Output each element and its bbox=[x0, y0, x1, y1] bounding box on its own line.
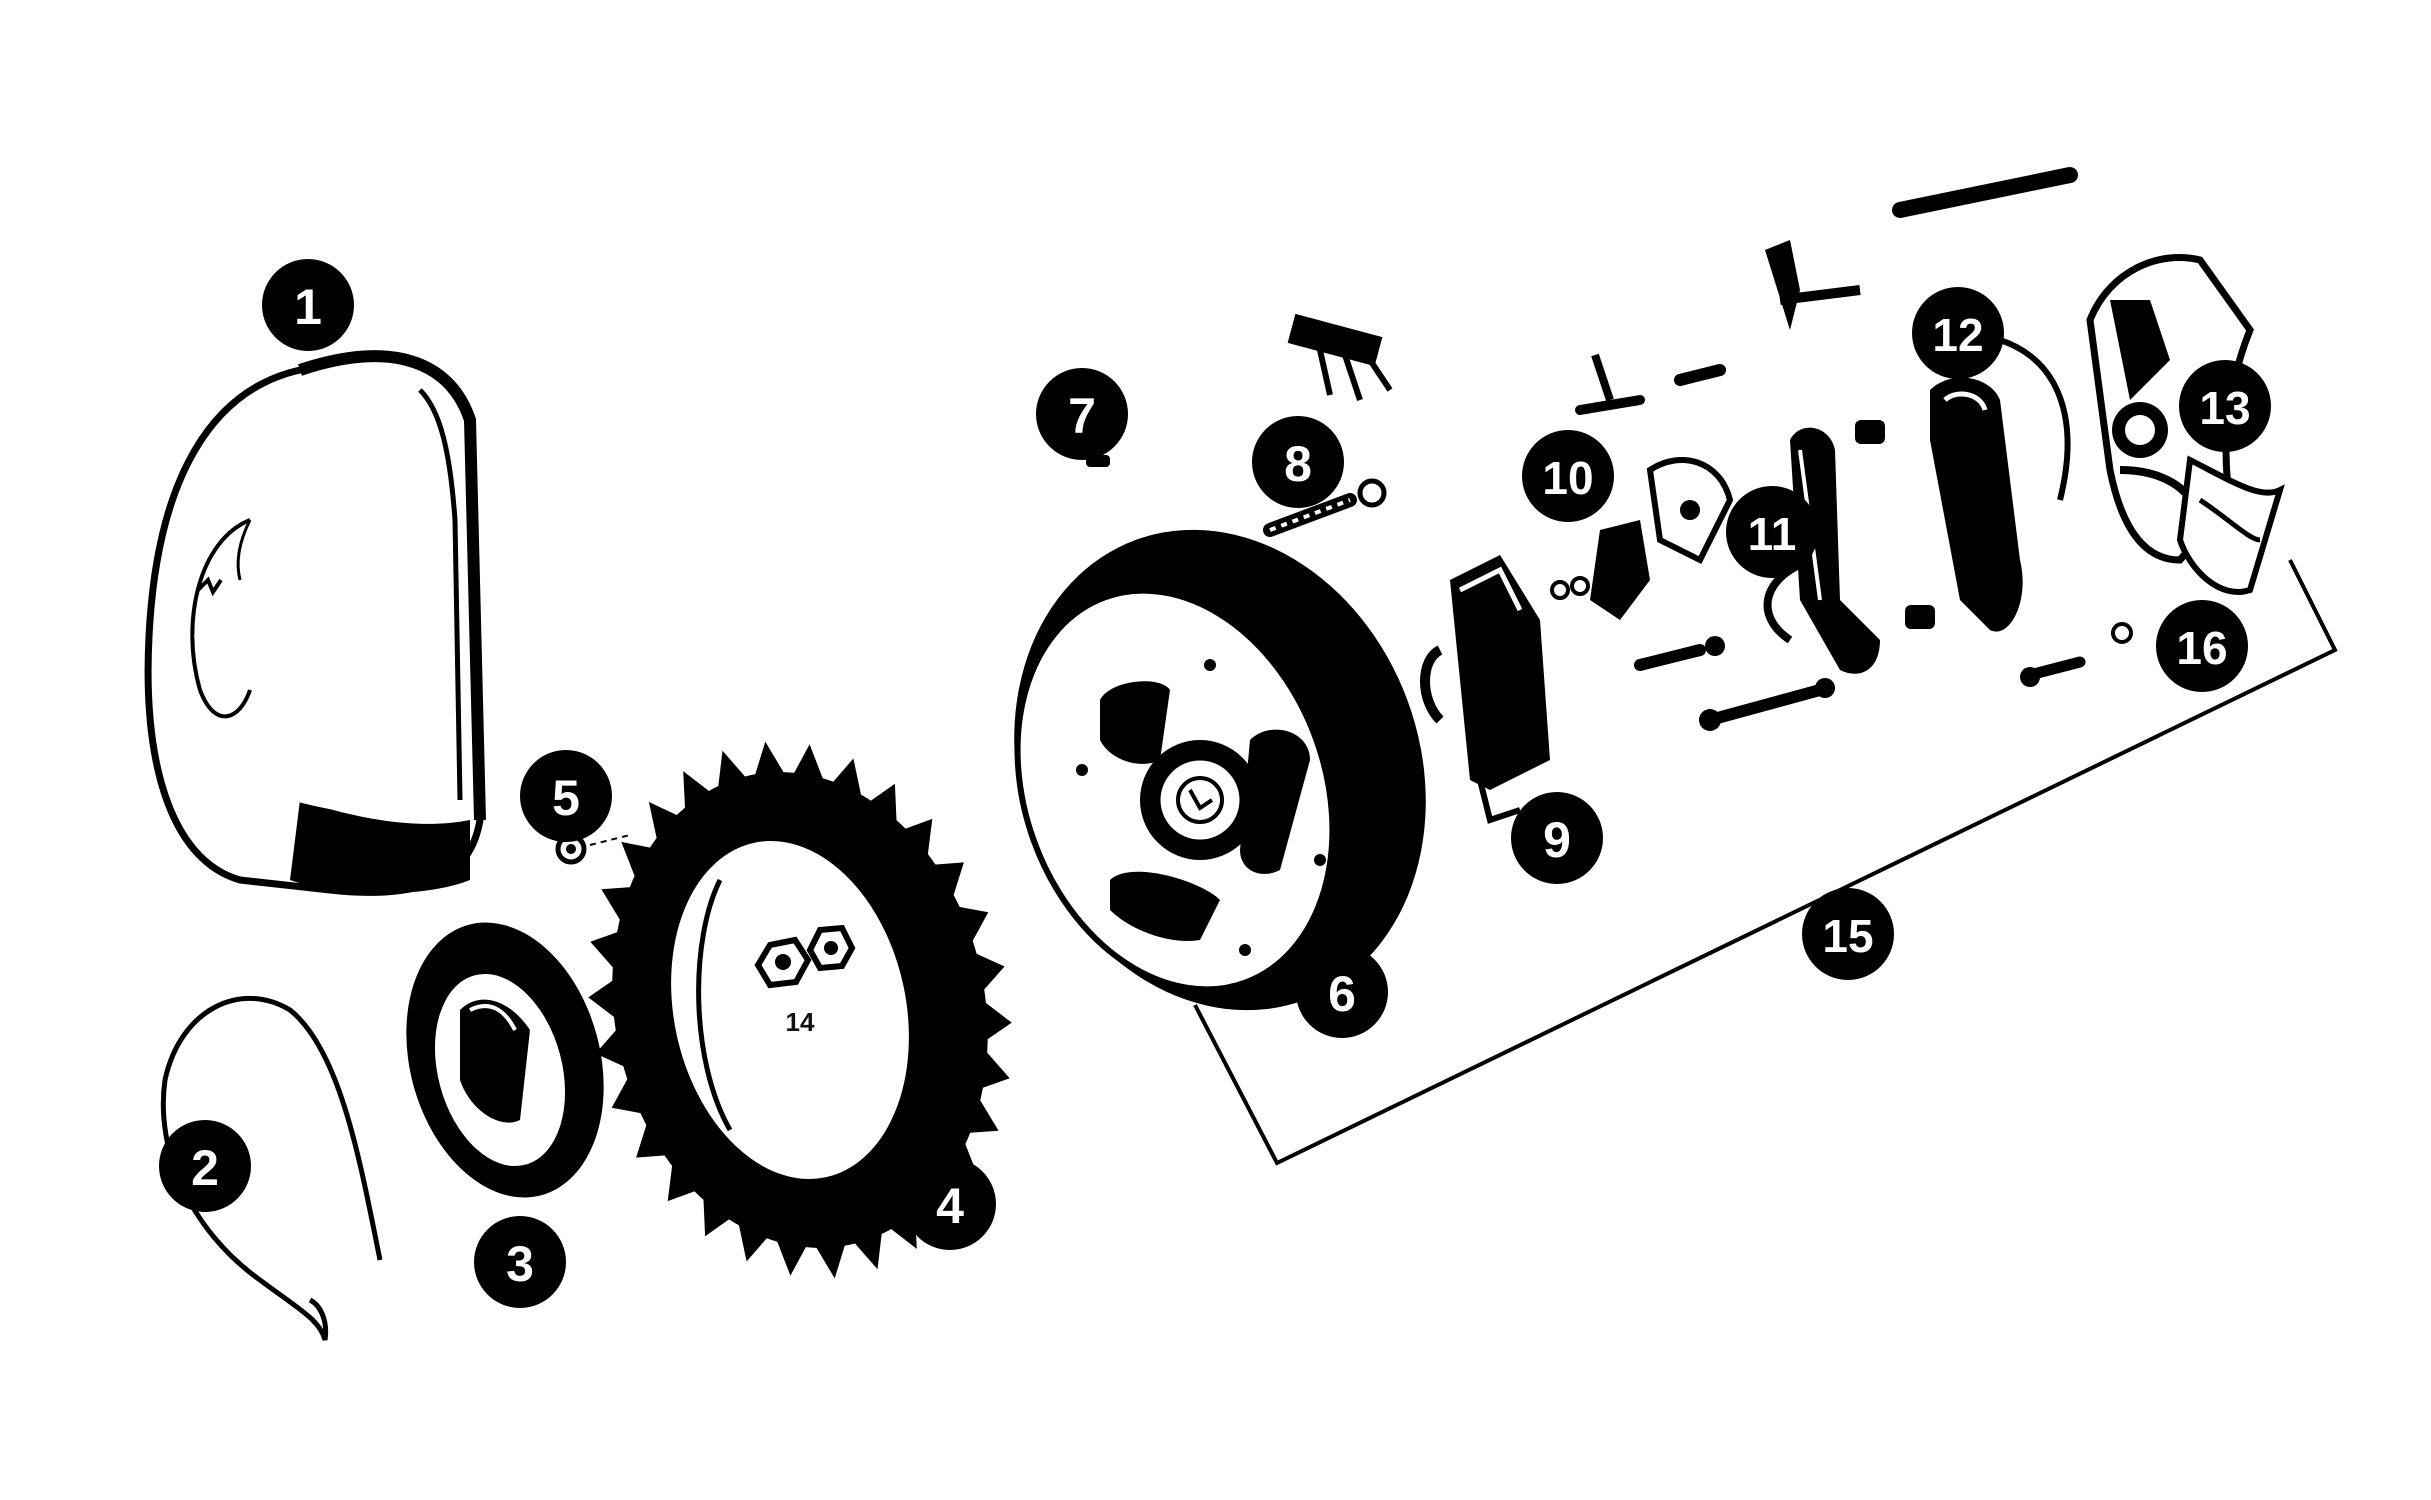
callout-3-label: 3 bbox=[506, 1236, 534, 1292]
callout-5-label: 5 bbox=[552, 770, 580, 826]
callout-11-label: 11 bbox=[1748, 508, 1797, 560]
part-1-cover bbox=[144, 350, 486, 896]
part-13-backing-plate bbox=[2086, 254, 2285, 595]
callout-5: 5 bbox=[520, 750, 612, 842]
callout-2: 2 bbox=[159, 1120, 251, 1212]
part-3-seal-ring bbox=[406, 922, 604, 1198]
callout-6-label: 6 bbox=[1328, 966, 1356, 1022]
callout-4: 4 bbox=[904, 1158, 996, 1250]
callout-2-label: 2 bbox=[191, 1140, 219, 1196]
callout-9: 9 bbox=[1511, 792, 1603, 884]
callout-13: 13 bbox=[2179, 360, 2271, 452]
callout-16: 16 bbox=[2156, 600, 2248, 692]
callout-12-label: 12 bbox=[1932, 309, 1983, 361]
callout-16-label: 16 bbox=[2176, 622, 2227, 674]
callout-10: 10 bbox=[1522, 430, 1614, 522]
callout-15-label: 15 bbox=[1822, 910, 1873, 962]
callout-4-label: 4 bbox=[936, 1178, 964, 1234]
callout-7-label: 7 bbox=[1068, 388, 1096, 444]
part-5-nut bbox=[555, 833, 631, 865]
part-4-fan-rotor: 14 bbox=[588, 741, 1012, 1279]
part-6-stator-plate bbox=[1014, 529, 1426, 1011]
part-12-lighting-coil bbox=[1892, 167, 2078, 632]
part-16-screw bbox=[2020, 622, 2133, 687]
callout-15: 15 bbox=[1802, 888, 1894, 980]
callout-11: 11 bbox=[1726, 486, 1818, 578]
group-15-bracket bbox=[1193, 559, 2338, 1166]
part-10-contact-breaker bbox=[1550, 353, 1734, 671]
callout-7: 7 bbox=[1036, 368, 1128, 460]
part-2-circlip bbox=[160, 995, 383, 1341]
callout-12: 12 bbox=[1912, 287, 2004, 379]
part-11-bracket bbox=[1699, 240, 1935, 731]
callout-9-label: 9 bbox=[1543, 812, 1571, 868]
callout-8-label: 8 bbox=[1284, 436, 1312, 492]
callout-13-label: 13 bbox=[2199, 382, 2250, 434]
callout-8: 8 bbox=[1252, 416, 1344, 508]
callout-3: 3 bbox=[474, 1216, 566, 1308]
part-9-coil bbox=[1420, 555, 1550, 824]
label-14: 14 bbox=[786, 1007, 815, 1037]
callout-1-label: 1 bbox=[294, 279, 322, 335]
callout-1: 1 bbox=[262, 259, 354, 351]
callout-6: 6 bbox=[1296, 946, 1388, 1038]
callout-10-label: 10 bbox=[1542, 452, 1593, 504]
part-8-bolt-terminal bbox=[1263, 313, 1393, 537]
